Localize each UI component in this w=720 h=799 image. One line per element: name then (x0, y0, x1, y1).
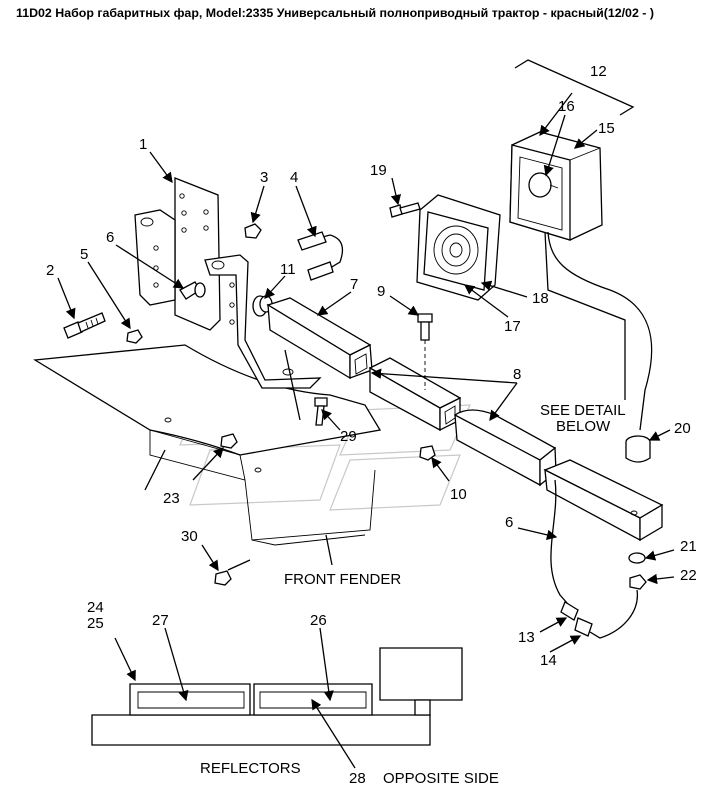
lamp-wire (547, 231, 653, 431)
square-tube-7 (266, 297, 462, 432)
diagram-title: 11D02 Набор габаритных фар, Model:2335 У… (16, 6, 654, 20)
callout-7: 7 (350, 276, 358, 293)
callout-2: 2 (46, 262, 54, 279)
callout-9: 9 (377, 283, 385, 300)
callout-6: 6 (106, 229, 114, 246)
callout-10: 10 (450, 486, 467, 503)
reflectors-label: REFLECTORS (200, 760, 301, 777)
callout-30: 30 (181, 528, 198, 545)
wire-harness-6 (550, 479, 576, 613)
callout-12: 12 (590, 63, 607, 80)
pin-6 (179, 281, 206, 300)
callout-21: 21 (680, 538, 697, 555)
screw-19 (389, 202, 421, 218)
see-detail-label-line1: SEE DETAIL (540, 402, 626, 419)
lens-18 (416, 194, 501, 301)
nut-23 (220, 433, 238, 449)
callout-17: 17 (504, 318, 521, 335)
washer-21 (628, 552, 646, 564)
callout-13: 13 (518, 629, 535, 646)
nut-10 (419, 445, 436, 461)
callout-3: 3 (260, 169, 268, 186)
callout-8: 8 (513, 366, 521, 383)
callout-11: 11 (280, 261, 296, 278)
callout-15: 15 (598, 120, 615, 137)
callout-28: 28 (349, 770, 366, 787)
fender-plate (33, 344, 382, 546)
callout-6-harness: 6 (505, 514, 513, 531)
callout-27: 27 (152, 612, 169, 629)
callout-4: 4 (290, 169, 298, 186)
wire-harness-ground (589, 589, 638, 639)
end-cap-8 (454, 409, 664, 542)
callout-23: 23 (163, 490, 180, 507)
callout-22: 22 (680, 567, 697, 584)
callout-5: 5 (80, 246, 88, 263)
lamp-wire-outline (544, 231, 626, 400)
callout-24: 24 (87, 599, 104, 616)
callout-14: 14 (540, 652, 557, 669)
callout-20: 20 (674, 420, 691, 437)
reflector-detail (91, 647, 463, 746)
nut-3 (244, 223, 262, 239)
front-fender-label: FRONT FENDER (284, 571, 401, 588)
callout-numbers: 1 2 3 4 5 6 7 8 9 10 11 12 13 14 15 16 1… (46, 63, 697, 787)
u-bolt-4 (297, 231, 344, 281)
leader-lines (57, 59, 675, 769)
callout-29: 29 (340, 428, 357, 445)
callout-26: 26 (310, 612, 327, 629)
connector-14 (574, 617, 593, 637)
text-labels: SEE DETAIL BELOW FRONT FENDER REFLECTORS… (200, 402, 626, 787)
callout-25: 25 (87, 615, 104, 632)
callout-18: 18 (532, 290, 549, 307)
nut-22 (629, 574, 647, 590)
lamp-housing-15 (509, 131, 603, 241)
grommet-20 (625, 435, 651, 463)
bolt-2 (63, 312, 106, 339)
nut-30 (214, 570, 232, 586)
callout-19: 19 (370, 162, 387, 179)
nut-5 (126, 329, 143, 344)
callout-16: 16 (558, 98, 575, 115)
see-detail-label-line2: BELOW (556, 418, 611, 435)
connector-13 (560, 601, 579, 621)
bolt-9 (417, 313, 433, 390)
callout-1: 1 (139, 136, 147, 153)
opposite-side-label: OPPOSITE SIDE (383, 770, 499, 787)
